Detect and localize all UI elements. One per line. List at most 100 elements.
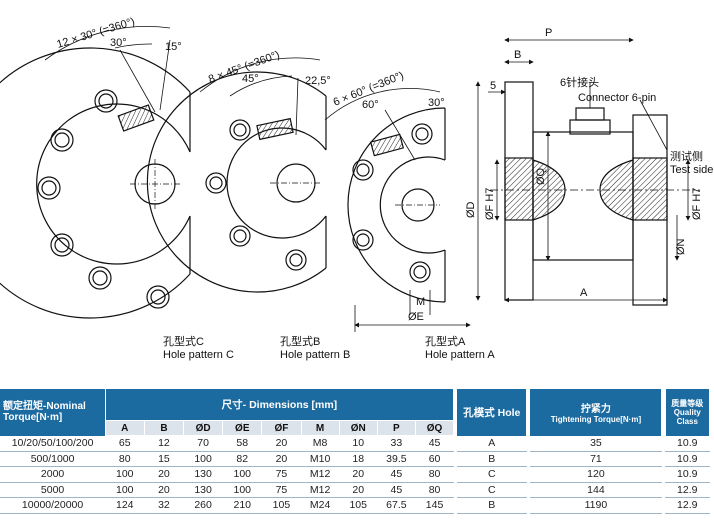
cell-dim: 100 bbox=[222, 466, 262, 483]
cell-quality: 10.9 bbox=[665, 466, 710, 483]
cell-dim: 130 bbox=[183, 466, 223, 483]
cell-tightening: 35 bbox=[529, 435, 662, 452]
cell-dim: 100 bbox=[105, 466, 145, 483]
pattern-b-offset: 22,5° bbox=[305, 75, 331, 87]
hole-pattern-c-view bbox=[0, 25, 191, 319]
cell-dim: 80 bbox=[105, 451, 145, 467]
subheader-on: ØN bbox=[338, 420, 378, 436]
pattern-b-label-en: Hole pattern B bbox=[280, 349, 350, 361]
cell-dim: 20 bbox=[144, 482, 184, 498]
cell-quality: 10.9 bbox=[665, 435, 710, 452]
cell-hole: A bbox=[456, 435, 527, 452]
header-quality-en1: Quality bbox=[673, 407, 701, 417]
cell-dim: M10 bbox=[301, 451, 340, 467]
pattern-c-label-en: Hole pattern C bbox=[163, 349, 234, 361]
cell-dim: 45 bbox=[415, 435, 454, 452]
subheader-a: A bbox=[104, 420, 145, 436]
cell-dim: 32 bbox=[144, 497, 184, 514]
pattern-a-label-en: Hole pattern A bbox=[425, 349, 495, 361]
cell-dim: 10 bbox=[339, 435, 378, 452]
pattern-b-angle: 45° bbox=[242, 73, 259, 85]
cell-dim: 45 bbox=[377, 466, 416, 483]
cell-dim: 12 bbox=[144, 435, 184, 452]
cell-dim: M8 bbox=[301, 435, 340, 452]
technical-drawing: 12 × 30° (=360°) 30° 15° 孔型式C Hole patte… bbox=[0, 16, 713, 361]
header-gap-3 bbox=[661, 389, 666, 421]
subheader-gap-3 bbox=[661, 420, 666, 436]
dim-oq-label: ØQ bbox=[535, 167, 547, 185]
header-quality: 质量等级 Quality Class bbox=[665, 389, 710, 436]
subheader-gap-2 bbox=[526, 420, 531, 436]
cell-dim: 75 bbox=[261, 466, 302, 483]
dim-p-label: P bbox=[545, 27, 552, 39]
header-hole: 孔模式 Hole bbox=[456, 389, 528, 436]
cell-dim: 210 bbox=[222, 497, 262, 514]
cell-hole: C bbox=[456, 482, 527, 498]
subheader-oq: ØQ bbox=[414, 420, 455, 436]
cell-dim: 33 bbox=[377, 435, 416, 452]
subheader-of: ØF bbox=[261, 420, 302, 436]
pattern-c-label-cn: 孔型式C bbox=[163, 334, 204, 348]
cell-dim: 60 bbox=[415, 451, 454, 467]
header-quality-en2: Class bbox=[676, 416, 698, 426]
cell-dim: 15 bbox=[144, 451, 184, 467]
pattern-b-label-cn: 孔型式B bbox=[280, 334, 320, 348]
cell-dim: 130 bbox=[183, 482, 223, 498]
header-tightening: 拧紧力 Tightening Torque[N·m] bbox=[529, 389, 663, 436]
pattern-a-offset: 30° bbox=[428, 97, 445, 109]
test-side-label-cn: 测试侧 bbox=[670, 150, 703, 163]
cell-tightening: 120 bbox=[529, 466, 662, 483]
header-tightening-en: Tightening Torque[N·m] bbox=[550, 415, 642, 425]
cell-dim: 18 bbox=[339, 451, 378, 467]
subheader-b: B bbox=[143, 420, 185, 436]
dim-of-label: ØF H7 bbox=[484, 188, 496, 220]
hole-pattern-b-view bbox=[146, 57, 327, 293]
cell-dim: 105 bbox=[339, 497, 378, 514]
dimensions-table: 额定扭矩-Nominal Torque[N·m] 尺寸- Dimensions … bbox=[0, 389, 710, 514]
cell-dim: 67.5 bbox=[377, 497, 416, 514]
cell-dim: 75 bbox=[261, 482, 302, 498]
cell-dim: 70 bbox=[183, 435, 223, 452]
cell-tightening: 1190 bbox=[529, 497, 662, 514]
cell-torque: 2000 bbox=[0, 466, 106, 483]
dim-od-label: ØD bbox=[465, 201, 477, 218]
cell-dim: 45 bbox=[377, 482, 416, 498]
cell-torque: 10/20/50/100/200 bbox=[0, 435, 106, 452]
cell-dim: 58 bbox=[222, 435, 262, 452]
pattern-a-label-cn: 孔型式A bbox=[425, 334, 466, 348]
cell-quality: 12.9 bbox=[665, 497, 710, 514]
side-section-view bbox=[475, 37, 700, 306]
subheader-oe: ØE bbox=[222, 420, 263, 436]
cell-dim: 20 bbox=[339, 466, 378, 483]
cell-dim: 39.5 bbox=[377, 451, 416, 467]
header-tightening-cn: 拧紧力 bbox=[580, 404, 611, 416]
dim-b-label: B bbox=[514, 49, 521, 61]
cell-tightening: 144 bbox=[529, 482, 662, 498]
cell-dim: 20 bbox=[144, 466, 184, 483]
cell-quality: 10.9 bbox=[665, 451, 710, 467]
cell-dim: 20 bbox=[261, 435, 302, 452]
cell-dim: 82 bbox=[222, 451, 262, 467]
subheader-m: M bbox=[300, 420, 340, 436]
header-gap-1 bbox=[453, 389, 458, 421]
cell-tightening: 71 bbox=[529, 451, 662, 467]
cell-dim: 20 bbox=[261, 451, 302, 467]
header-torque: 额定扭矩-Nominal Torque[N·m] bbox=[0, 389, 106, 436]
cell-torque: 500/1000 bbox=[0, 451, 106, 467]
cell-quality: 12.9 bbox=[665, 482, 710, 498]
subheader-gap-1 bbox=[453, 420, 458, 436]
dim-5-label: 5 bbox=[490, 80, 496, 92]
dim-m-label: M bbox=[416, 296, 425, 308]
pattern-c-offset: 15° bbox=[165, 41, 182, 53]
pattern-a-angle: 60° bbox=[362, 99, 379, 111]
connector-label-en: Connector 6-pin bbox=[578, 92, 656, 104]
cell-dim: 80 bbox=[415, 482, 454, 498]
cell-dim: 20 bbox=[339, 482, 378, 498]
dim-oe-label: ØE bbox=[408, 311, 424, 323]
cell-dim: 65 bbox=[105, 435, 145, 452]
cell-dim: 105 bbox=[261, 497, 302, 514]
